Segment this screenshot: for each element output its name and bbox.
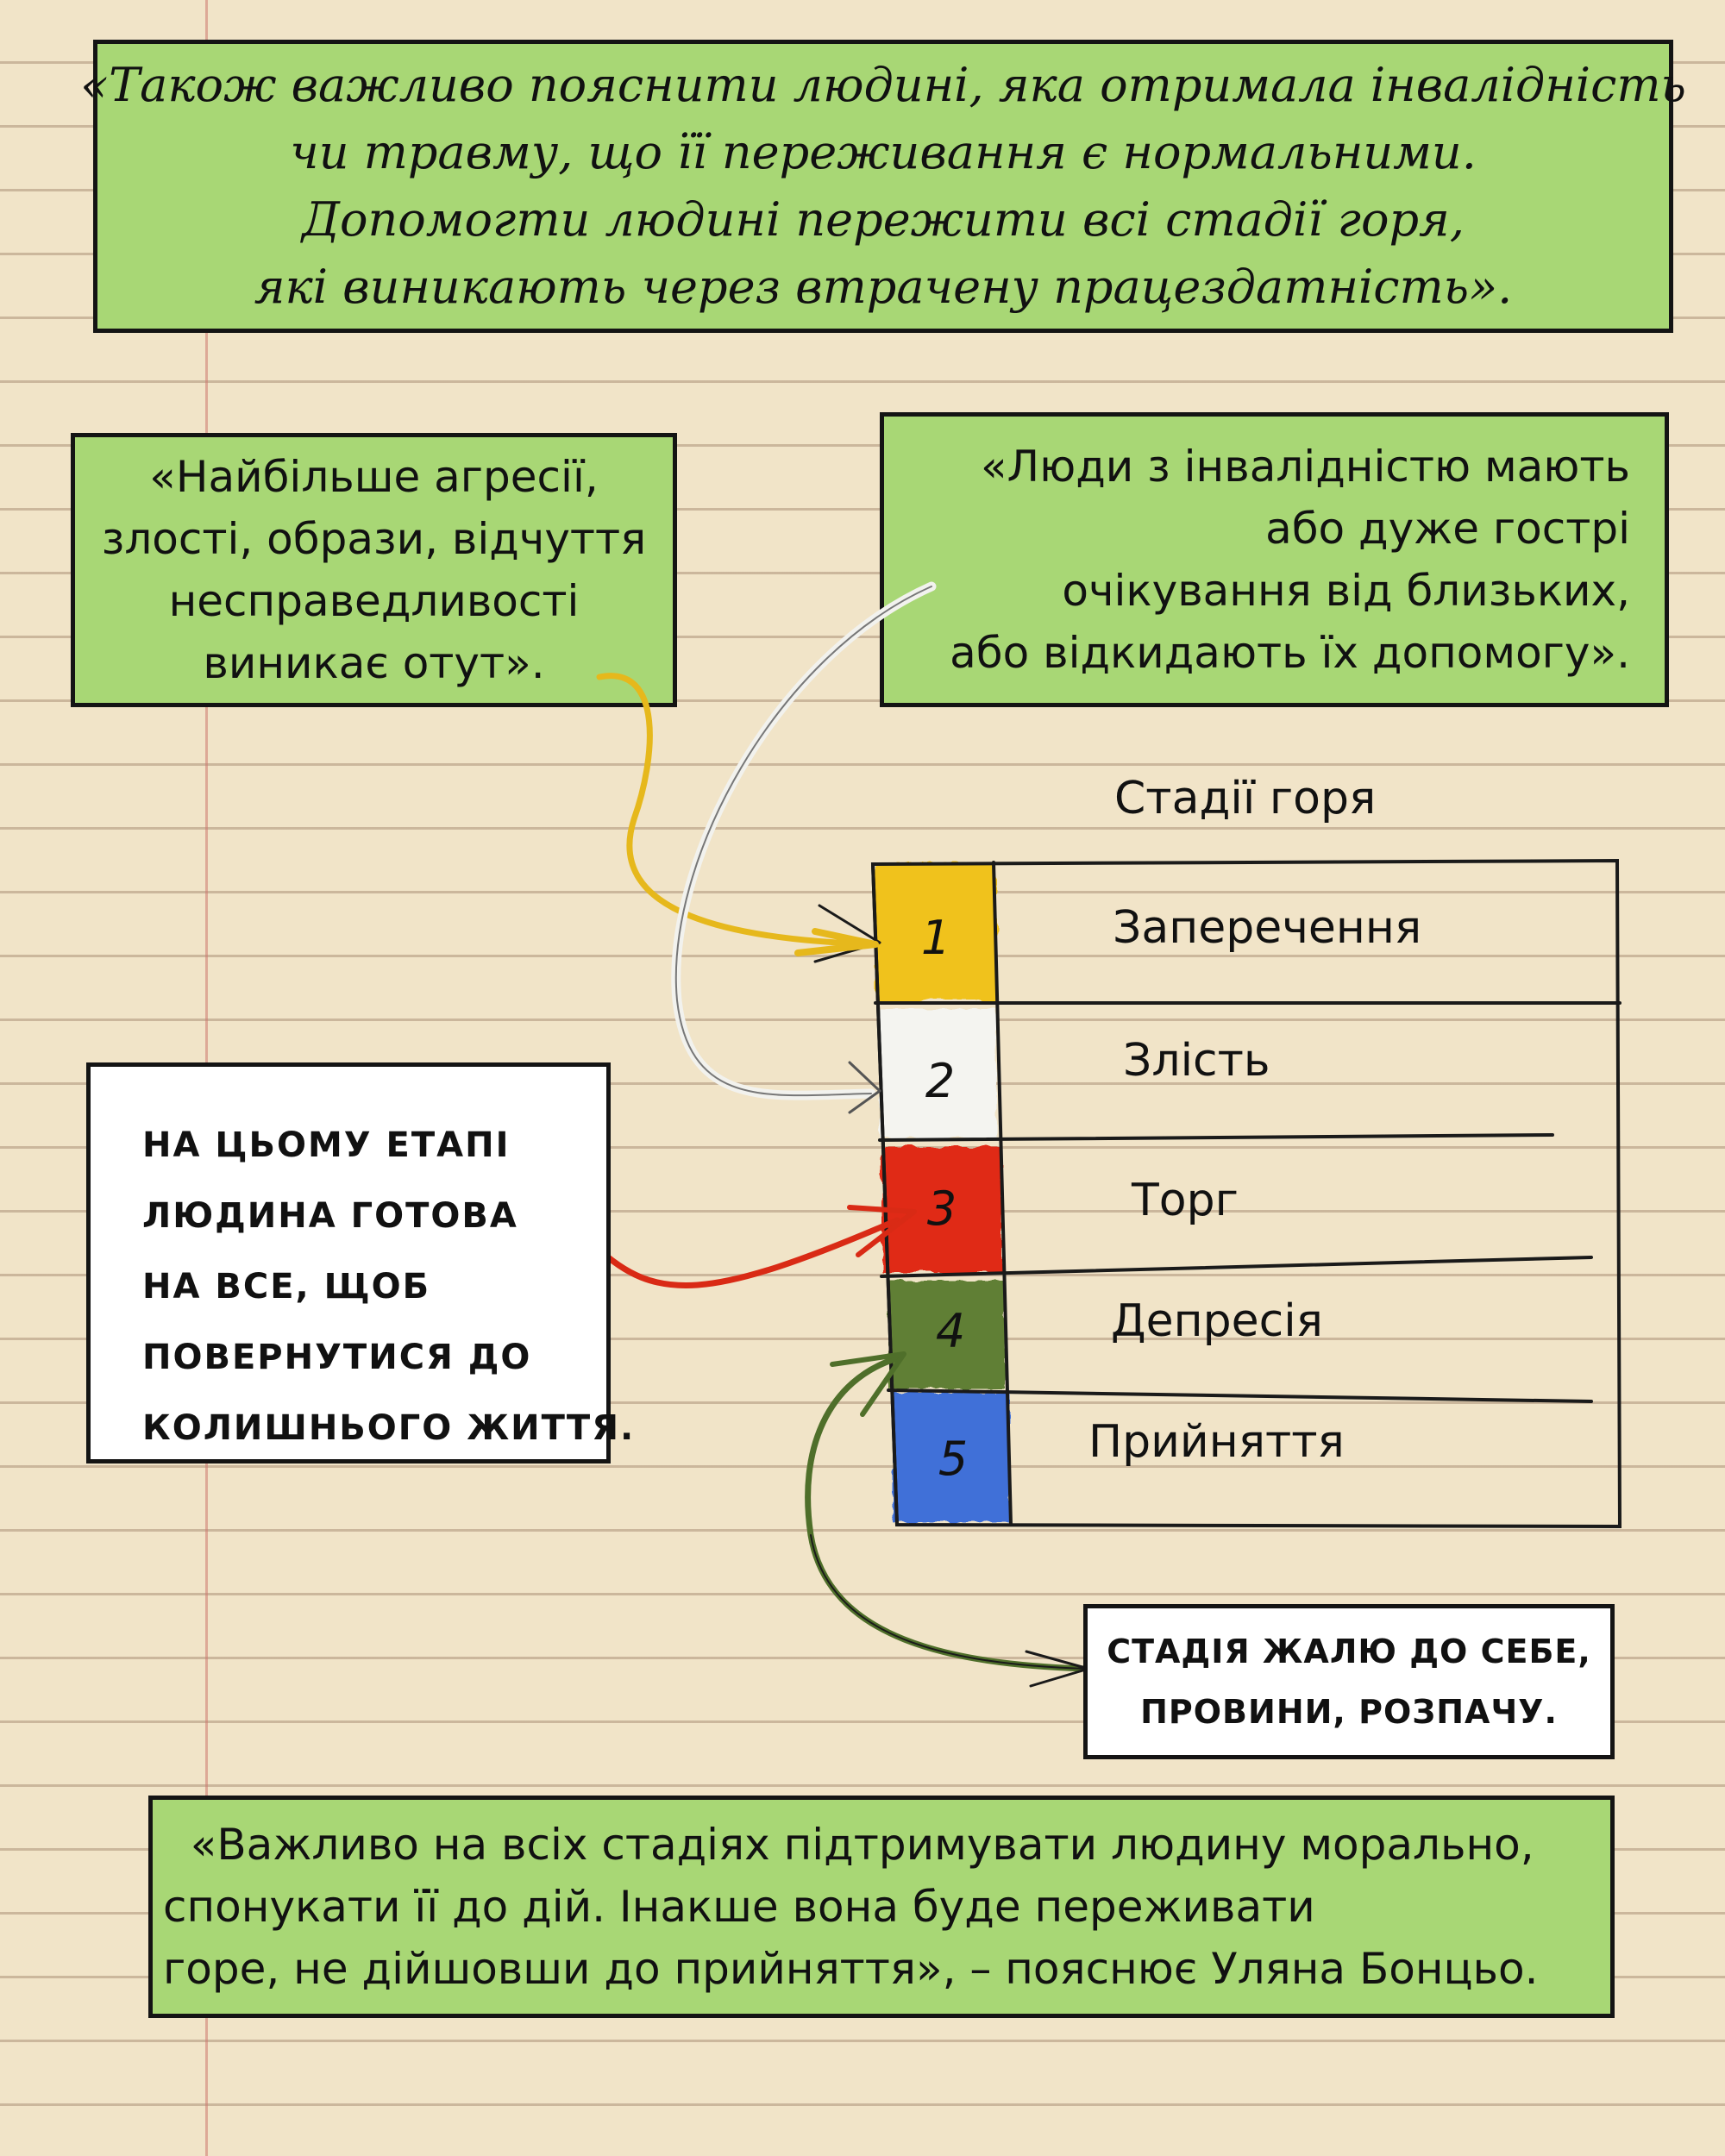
- stage-1-number: 1: [920, 911, 951, 965]
- bottom-quote-line: горе, не дійшовши до прийняття», – поясн…: [163, 1944, 1539, 1994]
- expectations-quote-line: або відкидають їх допомогу».: [950, 628, 1630, 678]
- top-quote-box: «Також важливо пояснити людині, яка отри…: [80, 40, 1686, 333]
- bargain-note-line: На цьому етапі: [142, 1125, 511, 1165]
- stage-2-color-block: [880, 1009, 996, 1138]
- stages-table-grid: [870, 858, 1622, 1529]
- expectations-quote-box: «Люди з інвалідністю мають або дуже гост…: [880, 412, 1669, 707]
- depression-note-line: провини, розпачу.: [1140, 1693, 1558, 1731]
- aggression-quote-box: «Найбільше агресії, злості, образи, відч…: [71, 433, 677, 707]
- bargain-note-box: На цьому етапі людина готова на все, щоб…: [86, 1062, 636, 1463]
- aggression-quote-line: виникає отут».: [203, 638, 545, 688]
- stage-4-number: 4: [935, 1304, 966, 1358]
- depression-note-line: Стадія жалю до себе,: [1107, 1633, 1591, 1670]
- stage-5-number: 5: [938, 1432, 969, 1486]
- bottom-quote-line: спонукати її до дій. Інакше вона буде пе…: [163, 1882, 1315, 1932]
- stage-4-label: Депресія: [1111, 1295, 1323, 1347]
- aggression-quote-line: несправедливості: [168, 576, 580, 626]
- stage-2-label: Злість: [1123, 1035, 1270, 1087]
- bargain-note-line: на все, щоб: [142, 1267, 431, 1307]
- stage-1-color-block: [875, 862, 996, 1000]
- stage-3-label: Торг: [1132, 1175, 1239, 1226]
- stage-4-color-block: [888, 1281, 1005, 1388]
- bargain-note-line: колишнього життя.: [142, 1408, 636, 1448]
- aggression-quote-line: злості, образи, відчуття: [101, 514, 647, 564]
- expectations-quote-line: або дуже гострі: [1265, 504, 1630, 554]
- expectations-quote-line: очікування від близьких,: [1062, 566, 1630, 616]
- stage-3-number: 3: [926, 1181, 957, 1236]
- stage-1-label: Заперечення: [1113, 902, 1422, 954]
- red-arrow: [592, 1217, 900, 1289]
- yellow-arrow: [596, 673, 879, 948]
- stage-2-number: 2: [925, 1054, 956, 1108]
- top-quote-line: чи травму, що її переживання є нормальни…: [290, 125, 1477, 179]
- stage-5-color-block: [893, 1393, 1009, 1522]
- top-quote-line: «Також важливо пояснити людині, яка отри…: [80, 58, 1686, 112]
- top-quote-line: Допомогти людині пережити всі стадії гор…: [302, 192, 1465, 247]
- bottom-quote-line: «Важливо на всіх стадіях підтримувати лю…: [163, 1820, 1534, 1870]
- bottom-quote-box: «Важливо на всіх стадіях підтримувати лю…: [148, 1796, 1615, 2018]
- aggression-quote-line: «Найбільше агресії,: [149, 452, 599, 502]
- expectations-quote-line: «Люди з інвалідністю мають: [980, 442, 1630, 492]
- stages-title: Стадії горя: [1114, 773, 1377, 824]
- depression-note-box: Стадія жалю до себе, провини, розпачу.: [1083, 1604, 1615, 1759]
- stage-5-label: Прийняття: [1088, 1416, 1345, 1468]
- bargain-note-line: повернутися до: [142, 1338, 532, 1377]
- bargain-note-line: людина готова: [142, 1196, 518, 1236]
- top-quote-line: які виникають через втрачену працездатні…: [254, 260, 1513, 314]
